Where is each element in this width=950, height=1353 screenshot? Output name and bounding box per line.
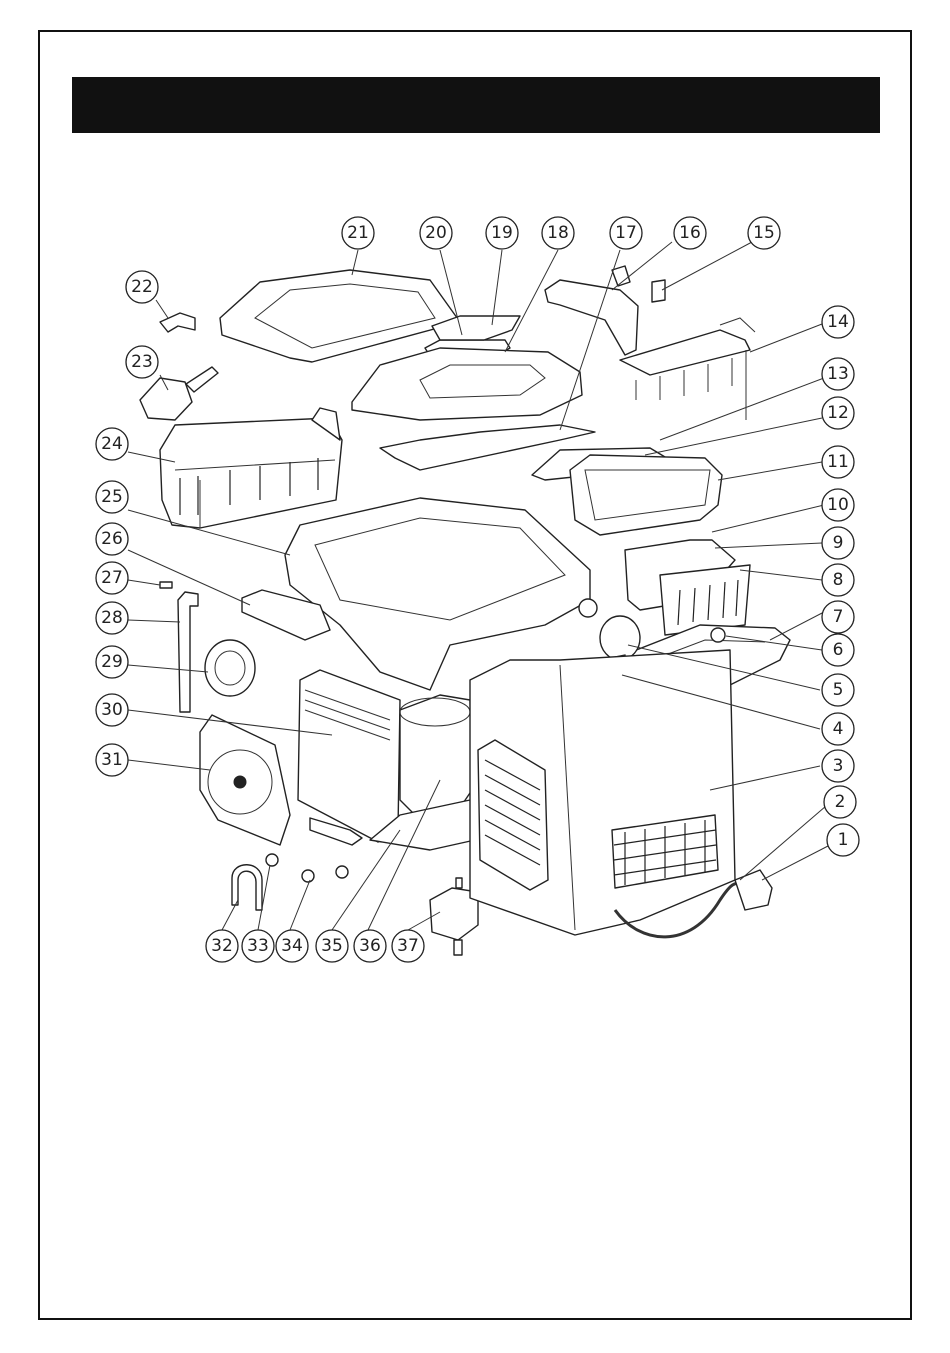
svg-text:29: 29 bbox=[101, 652, 123, 672]
callout-31: 31 bbox=[96, 744, 128, 776]
callout-32: 32 bbox=[206, 930, 238, 962]
svg-text:21: 21 bbox=[347, 223, 369, 243]
svg-text:15: 15 bbox=[753, 223, 775, 243]
callout-34: 34 bbox=[276, 930, 308, 962]
svg-text:19: 19 bbox=[491, 223, 513, 243]
svg-text:24: 24 bbox=[101, 434, 123, 454]
svg-text:2: 2 bbox=[835, 792, 846, 812]
part-clip bbox=[160, 313, 195, 332]
callout-36: 36 bbox=[354, 930, 386, 962]
svg-text:37: 37 bbox=[397, 936, 419, 956]
svg-text:16: 16 bbox=[679, 223, 701, 243]
svg-text:5: 5 bbox=[833, 680, 844, 700]
part-power-plug bbox=[735, 870, 772, 910]
callout-29: 29 bbox=[96, 646, 128, 678]
svg-text:10: 10 bbox=[827, 495, 849, 515]
svg-text:6: 6 bbox=[833, 640, 844, 660]
callout-1: 1 bbox=[827, 824, 859, 856]
callout-19: 19 bbox=[486, 217, 518, 249]
svg-text:34: 34 bbox=[281, 936, 303, 956]
svg-text:8: 8 bbox=[833, 570, 844, 590]
callout-24: 24 bbox=[96, 428, 128, 460]
svg-text:9: 9 bbox=[833, 533, 844, 553]
part-screw bbox=[160, 582, 172, 588]
callout-17: 17 bbox=[610, 217, 642, 249]
part-water-tray bbox=[570, 455, 722, 535]
svg-text:11: 11 bbox=[827, 452, 849, 472]
svg-text:27: 27 bbox=[101, 568, 123, 588]
svg-text:25: 25 bbox=[101, 487, 123, 507]
callout-21: 21 bbox=[342, 217, 374, 249]
svg-text:13: 13 bbox=[827, 364, 849, 384]
part-rubber-foot bbox=[266, 854, 278, 866]
callout-27: 27 bbox=[96, 562, 128, 594]
callout-25: 25 bbox=[96, 481, 128, 513]
part-upper-cover bbox=[352, 348, 582, 420]
callout-15: 15 bbox=[748, 217, 780, 249]
callout-5: 5 bbox=[822, 674, 854, 706]
part-ice-scoop bbox=[140, 378, 192, 420]
part-ice-fingers bbox=[620, 330, 750, 375]
svg-text:26: 26 bbox=[101, 529, 123, 549]
svg-text:30: 30 bbox=[101, 700, 123, 720]
callout-7: 7 bbox=[822, 601, 854, 633]
callout-18: 18 bbox=[542, 217, 574, 249]
svg-text:35: 35 bbox=[321, 936, 343, 956]
callout-16: 16 bbox=[674, 217, 706, 249]
svg-text:23: 23 bbox=[131, 352, 153, 372]
callout-20: 20 bbox=[420, 217, 452, 249]
part-water-pump bbox=[600, 616, 640, 660]
callout-37: 37 bbox=[392, 930, 424, 962]
svg-text:31: 31 bbox=[101, 750, 123, 770]
callout-13: 13 bbox=[822, 358, 854, 390]
callout-10: 10 bbox=[822, 489, 854, 521]
svg-text:28: 28 bbox=[101, 608, 123, 628]
callout-3: 3 bbox=[822, 750, 854, 782]
callout-4: 4 bbox=[822, 713, 854, 745]
callout-23: 23 bbox=[126, 346, 158, 378]
svg-text:1: 1 bbox=[838, 830, 849, 850]
svg-text:14: 14 bbox=[827, 312, 849, 332]
callout-2: 2 bbox=[824, 786, 856, 818]
svg-text:20: 20 bbox=[425, 223, 447, 243]
callout-11: 11 bbox=[822, 446, 854, 478]
part-sensor-clip bbox=[652, 280, 665, 302]
callout-9: 9 bbox=[822, 527, 854, 559]
svg-text:18: 18 bbox=[547, 223, 569, 243]
svg-text:22: 22 bbox=[131, 277, 153, 297]
part-condenser bbox=[298, 670, 400, 842]
callout-8: 8 bbox=[822, 564, 854, 596]
svg-text:12: 12 bbox=[827, 403, 849, 423]
part-bracket bbox=[545, 280, 638, 355]
part-motor bbox=[205, 640, 255, 696]
callout-14: 14 bbox=[822, 306, 854, 338]
callout-26: 26 bbox=[96, 523, 128, 555]
callout-6: 6 bbox=[822, 634, 854, 666]
callout-22: 22 bbox=[126, 271, 158, 303]
svg-text:17: 17 bbox=[615, 223, 637, 243]
callout-30: 30 bbox=[96, 694, 128, 726]
callout-12: 12 bbox=[822, 397, 854, 429]
part-water-probe bbox=[178, 592, 198, 712]
parts-artwork bbox=[140, 266, 790, 955]
svg-text:33: 33 bbox=[247, 936, 269, 956]
part-top-lid bbox=[220, 270, 460, 362]
part-ice-basket bbox=[160, 418, 342, 528]
part-drain-plug bbox=[711, 628, 725, 642]
svg-text:32: 32 bbox=[211, 936, 233, 956]
svg-text:7: 7 bbox=[833, 607, 844, 627]
svg-text:4: 4 bbox=[833, 719, 844, 739]
svg-text:36: 36 bbox=[359, 936, 381, 956]
callout-28: 28 bbox=[96, 602, 128, 634]
callout-35: 35 bbox=[316, 930, 348, 962]
callout-33: 33 bbox=[242, 930, 274, 962]
svg-text:3: 3 bbox=[833, 756, 844, 776]
